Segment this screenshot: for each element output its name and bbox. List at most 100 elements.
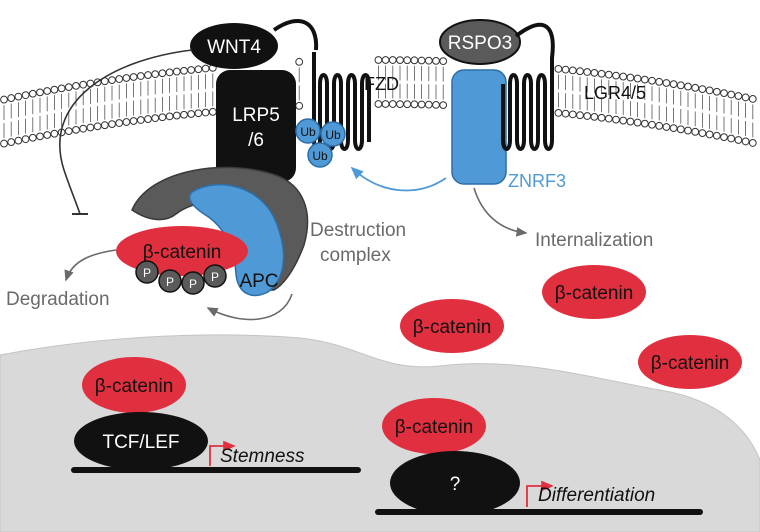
lipid-head (396, 100, 404, 109)
lipid-head (720, 89, 728, 98)
beta-catenin-free (542, 265, 646, 319)
lipid-head (122, 74, 131, 82)
beta-catenin-free (638, 335, 742, 389)
lipid-head (669, 124, 678, 133)
lipid-head (432, 56, 440, 65)
lipid-head (676, 125, 685, 134)
stemness-label: Stemness (220, 446, 305, 467)
znrf3-label: ZNRF3 (508, 171, 566, 191)
inhibition-line (59, 49, 193, 215)
znrf3-protein (451, 69, 507, 185)
internalization-label: Internalization (535, 230, 653, 251)
lipid-head (698, 129, 707, 138)
lipid-head (79, 124, 88, 133)
destruction-label-line1: Destruction (310, 220, 406, 241)
lipid-head (576, 111, 584, 120)
ubiquitin-tag (307, 142, 333, 168)
lipid-head (7, 138, 16, 146)
lipid-head (50, 85, 59, 94)
lipid-head (201, 108, 210, 117)
lipid-head (748, 139, 757, 147)
tcf-lef-label: TCF/LEF (102, 432, 179, 453)
lipid-head (410, 56, 419, 65)
lipid-head (712, 87, 721, 96)
lipid-head (662, 79, 671, 87)
phosphate-group (135, 260, 159, 284)
beta-catenin-label: β-catenin (95, 376, 174, 397)
ub-label: Ub (300, 125, 316, 139)
lipid-head (381, 56, 390, 64)
ubiquitination-arrow (350, 166, 447, 192)
lipid-head (28, 89, 37, 98)
lipid-head (180, 66, 188, 75)
beta-catenin-label: β-catenin (395, 417, 474, 438)
lipid-head (439, 101, 448, 110)
lipid-head (7, 94, 16, 102)
lipid-head (165, 68, 174, 77)
lipid-head (93, 122, 102, 131)
lipid-head (388, 100, 397, 108)
lipid-head (0, 95, 8, 104)
unknown-factor (390, 451, 520, 515)
lipid-head (684, 126, 692, 135)
lipid-head (633, 118, 642, 127)
lipid-head (194, 65, 203, 74)
beta-catenin-free (400, 299, 504, 353)
lipid-head (208, 107, 217, 116)
lipid-head (432, 100, 440, 109)
beta-catenin-label: β-catenin (413, 317, 492, 338)
lipid-head (554, 65, 563, 73)
lipid-head (597, 113, 606, 122)
lipid-head (187, 66, 196, 74)
lipid-head (640, 119, 649, 128)
lipid-head (201, 64, 210, 73)
internalization-arrow (473, 187, 528, 237)
phosphate-group (203, 264, 227, 288)
lipid-head (172, 67, 181, 76)
beta-catenin-label: β-catenin (651, 353, 730, 374)
lipid-head (115, 75, 124, 83)
lipid-head (136, 116, 145, 124)
lipid-head (727, 90, 736, 99)
lipid-head (734, 92, 743, 100)
lipid-head (439, 57, 448, 66)
lipid-head (741, 93, 750, 102)
lipid-head (79, 80, 88, 89)
destruction-complex-scaffold (131, 166, 309, 291)
lipid-head (165, 112, 174, 121)
lipid-head (194, 109, 203, 118)
lipid-head (64, 83, 73, 92)
lipid-head (108, 76, 116, 85)
lipid-head (561, 109, 570, 118)
lipid-head (28, 133, 37, 142)
lipid-head (72, 81, 80, 90)
lipid-head (691, 127, 700, 136)
lipid-head (604, 114, 613, 123)
lipid-head (100, 121, 109, 130)
lipid-head (172, 111, 181, 120)
lipid-head (741, 137, 750, 146)
lipid-head (748, 95, 757, 103)
lipid-head (403, 100, 412, 109)
lipid-head (568, 110, 577, 119)
lipid-head (727, 134, 736, 143)
lipid-head (633, 74, 642, 83)
lipid-head (568, 66, 577, 75)
lipid-head (136, 72, 145, 80)
lipid-head (144, 71, 152, 79)
lipid-head (561, 65, 570, 74)
ub-label: Ub (312, 149, 328, 163)
wnt4-stalk (272, 18, 319, 51)
lipid-head (86, 123, 95, 132)
lipid-head (604, 70, 613, 79)
lipid-head (122, 118, 131, 126)
bent-arrow-icon (209, 440, 236, 466)
wnt4-ligand (190, 23, 278, 69)
lipid-head (734, 136, 743, 144)
wnt4-label: WNT4 (207, 37, 261, 58)
fzd-label: FZD (364, 74, 399, 94)
lipid-head (14, 92, 23, 101)
lipid-head (410, 100, 419, 109)
tcf-lef-factor (74, 412, 208, 470)
